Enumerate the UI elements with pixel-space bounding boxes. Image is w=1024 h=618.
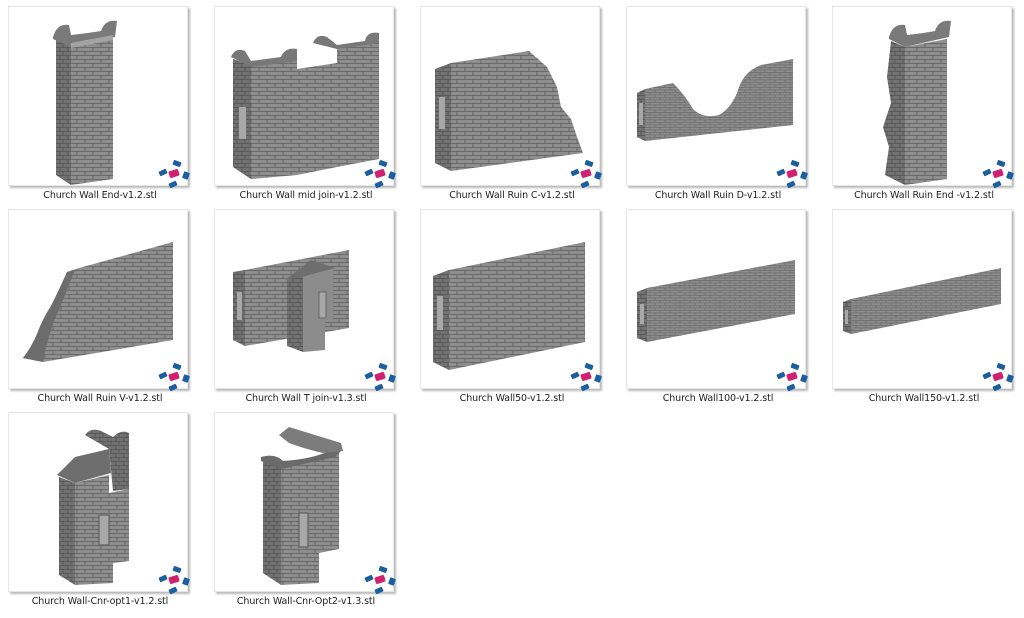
file-item[interactable]: Church Wall-Cnr-Opt2-v1.3.stl bbox=[206, 406, 406, 609]
thumbnail bbox=[420, 6, 602, 189]
thumbnail bbox=[8, 209, 190, 392]
file-item[interactable]: Church Wall End-v1.2.stl bbox=[0, 0, 200, 203]
thumbnail bbox=[832, 209, 1014, 392]
stl-file-icon bbox=[158, 363, 190, 392]
file-item[interactable]: Church Wall T join-v1.3.stl bbox=[206, 203, 406, 406]
file-item[interactable]: Church Wall50-v1.2.stl bbox=[412, 203, 612, 406]
file-item[interactable]: Church Wall Ruin V-v1.2.stl bbox=[0, 203, 200, 406]
wall-corner-opt2-model bbox=[261, 427, 343, 585]
file-name: Church Wall-Cnr-Opt2-v1.3.stl bbox=[236, 596, 376, 607]
thumbnail bbox=[626, 6, 808, 189]
thumbnail bbox=[8, 412, 190, 595]
file-item[interactable]: Church Wall-Cnr-opt1-v1.2.stl bbox=[0, 406, 200, 609]
stl-file-icon bbox=[364, 566, 396, 595]
file-name: Church Wall100-v1.2.stl bbox=[662, 393, 774, 404]
wall-corner-opt1-model bbox=[57, 429, 129, 585]
stl-file-icon bbox=[776, 363, 808, 392]
file-item[interactable]: Church Wall Ruin End -v1.2.stl bbox=[824, 0, 1024, 203]
file-name: Church Wall Ruin C-v1.2.stl bbox=[449, 190, 575, 201]
thumbnail bbox=[8, 6, 190, 189]
thumbnail bbox=[214, 6, 396, 189]
file-name: Church Wall T join-v1.3.stl bbox=[245, 393, 367, 404]
file-item[interactable]: Church Wall150-v1.2.stl bbox=[824, 203, 1024, 406]
stl-file-icon bbox=[982, 363, 1014, 392]
file-item[interactable]: Church Wall Ruin C-v1.2.stl bbox=[412, 0, 612, 203]
file-item[interactable]: Church Wall100-v1.2.stl bbox=[618, 203, 818, 406]
thumbnail bbox=[420, 209, 602, 392]
thumbnail bbox=[626, 209, 808, 392]
wall-50-model bbox=[433, 242, 585, 370]
wall-ruin-v-model bbox=[23, 242, 173, 362]
wall-ruin-d-model bbox=[637, 59, 793, 141]
wall-100-model bbox=[637, 260, 795, 342]
file-name: Church Wall-Cnr-opt1-v1.2.stl bbox=[31, 596, 169, 607]
wall-ruin-c-model bbox=[435, 51, 583, 171]
stl-file-icon bbox=[982, 160, 1014, 189]
file-name: Church Wall50-v1.2.stl bbox=[459, 393, 565, 404]
stl-file-icon bbox=[364, 160, 396, 189]
stl-file-icon bbox=[570, 363, 602, 392]
file-name: Church Wall Ruin V-v1.2.stl bbox=[37, 393, 163, 404]
file-name: Church Wall Ruin End -v1.2.stl bbox=[854, 190, 994, 201]
thumbnail bbox=[214, 412, 396, 595]
file-item[interactable]: Church Wall Ruin D-v1.2.stl bbox=[618, 0, 818, 203]
stl-file-icon bbox=[570, 160, 602, 189]
wall-150-model bbox=[843, 268, 1001, 334]
file-name: Church Wall mid join-v1.2.stl bbox=[239, 190, 373, 201]
file-name: Church Wall End-v1.2.stl bbox=[43, 190, 157, 201]
stl-file-icon bbox=[158, 160, 190, 189]
file-name: Church Wall Ruin D-v1.2.stl bbox=[654, 190, 782, 201]
wall-end-model bbox=[53, 20, 117, 185]
wall-mid-join-model bbox=[231, 32, 379, 179]
wall-ruin-end-model bbox=[883, 20, 951, 185]
wall-t-join-model bbox=[233, 250, 349, 352]
stl-file-icon bbox=[158, 566, 190, 595]
stl-file-icon bbox=[364, 363, 396, 392]
file-item[interactable]: Church Wall mid join-v1.2.stl bbox=[206, 0, 406, 203]
thumbnail bbox=[832, 6, 1014, 189]
stl-file-icon bbox=[776, 160, 808, 189]
file-name: Church Wall150-v1.2.stl bbox=[868, 393, 980, 404]
thumbnail bbox=[214, 209, 396, 392]
